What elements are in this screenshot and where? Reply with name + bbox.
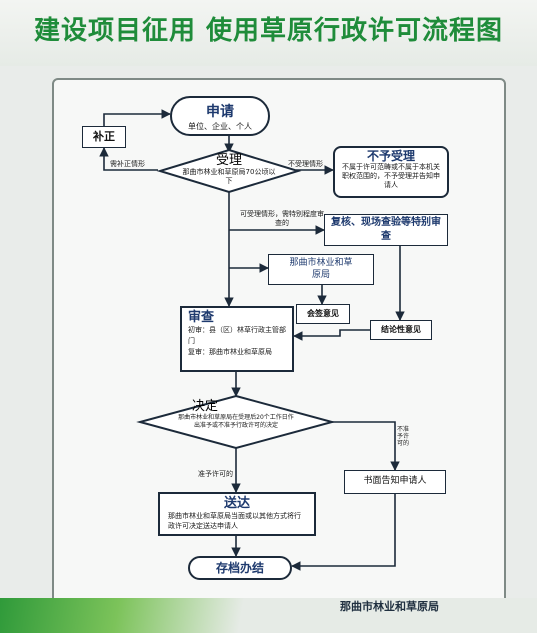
label-need-correction: 需补正情形 [110,160,145,168]
bottom-decor-bar [0,598,537,633]
node-decide-sub: 那曲市林业和草原局在受理后20个工作日作出准予或不准予行政许可的决定 [178,414,294,429]
node-notify: 书面告知申请人 [344,470,446,494]
node-bureau-title: 那曲市林业和草原局 [289,258,353,280]
node-decide-title: 决定 [192,399,219,414]
node-cosign-title: 会签意见 [307,309,339,318]
edge-notify-to-archive [291,494,396,571]
label-not-accept: 不受理情形 [288,160,323,168]
accept-diamond-shape [156,148,302,194]
node-examine-line2: 复审：那曲市林业和草原局 [188,348,272,356]
node-apply-title: 申请 [206,104,234,120]
node-apply: 申请 单位、企业、个人 [170,96,270,136]
node-examine-title: 审查 [188,310,215,325]
node-conclusion: 结论性意见 [370,320,432,340]
node-examine: 审查 初审：县（区）林草行政主管部门 复审：那曲市林业和草原局 [180,306,294,372]
node-accept-title: 受理 [215,153,242,168]
edge-decide-to-notify [330,421,400,471]
footer-organization: 那曲市林业和草原局 [340,600,439,613]
node-archive-title: 存档办结 [215,561,264,575]
node-reject-title: 不予受理 [366,149,415,163]
node-deliver: 送达 那曲市林业和草原局当面或以其他方式将行政许可决定送达申请人 [158,492,316,536]
node-decide: 决定 那曲市林业和草原局在受理后20个工作日作出准予或不准予行政许可的决定 [158,400,314,430]
node-special-review: 复核、现场查验等特别审查 [324,214,448,246]
node-apply-sub: 单位、企业、个人 [188,122,252,131]
title-banner [0,0,537,66]
node-deliver-sub: 那曲市林业和草原局当面或以其他方式将行政许可决定送达申请人 [168,512,301,530]
node-accept-sub: 那曲市林业和草原局70公顷以下 [182,168,276,185]
edge-correction-to-apply [103,109,171,126]
node-correction: 补正 [82,126,126,148]
node-reject: 不予受理 不属于许可范畴或不属于本机关职权范围的，不予受理并告知申请人 [333,146,449,198]
node-conclusion-title: 结论性意见 [381,325,421,334]
label-grant: 准予许可的 [198,470,233,478]
node-reject-sub: 不属于许可范畴或不属于本机关职权范围的，不予受理并告知申请人 [342,163,440,189]
node-correction-title: 补正 [93,130,115,143]
label-special: 可受理情形，需特别程度审查的 [240,210,324,227]
node-examine-line1: 初审：县（区）林草行政主管部门 [188,326,286,345]
node-bureau: 那曲市林业和草原局 [268,254,374,285]
node-archive: 存档办结 [188,556,292,580]
edge-accept-to-correction [99,147,158,171]
page-title: 建设项目征用 使用草原行政许可流程图 [33,16,504,46]
edge-conclusion-to-examine [293,329,370,341]
decide-diamond-shape [136,394,336,450]
label-deny: 不准予许可的 [397,426,410,447]
node-accept: 受理 那曲市林业和草原局70公顷以下 [168,154,290,186]
node-deliver-title: 送达 [224,496,251,511]
node-special-review-title: 复核、现场查验等特别审查 [331,217,441,242]
node-cosign: 会签意见 [296,304,350,324]
node-notify-title: 书面告知申请人 [363,476,427,486]
